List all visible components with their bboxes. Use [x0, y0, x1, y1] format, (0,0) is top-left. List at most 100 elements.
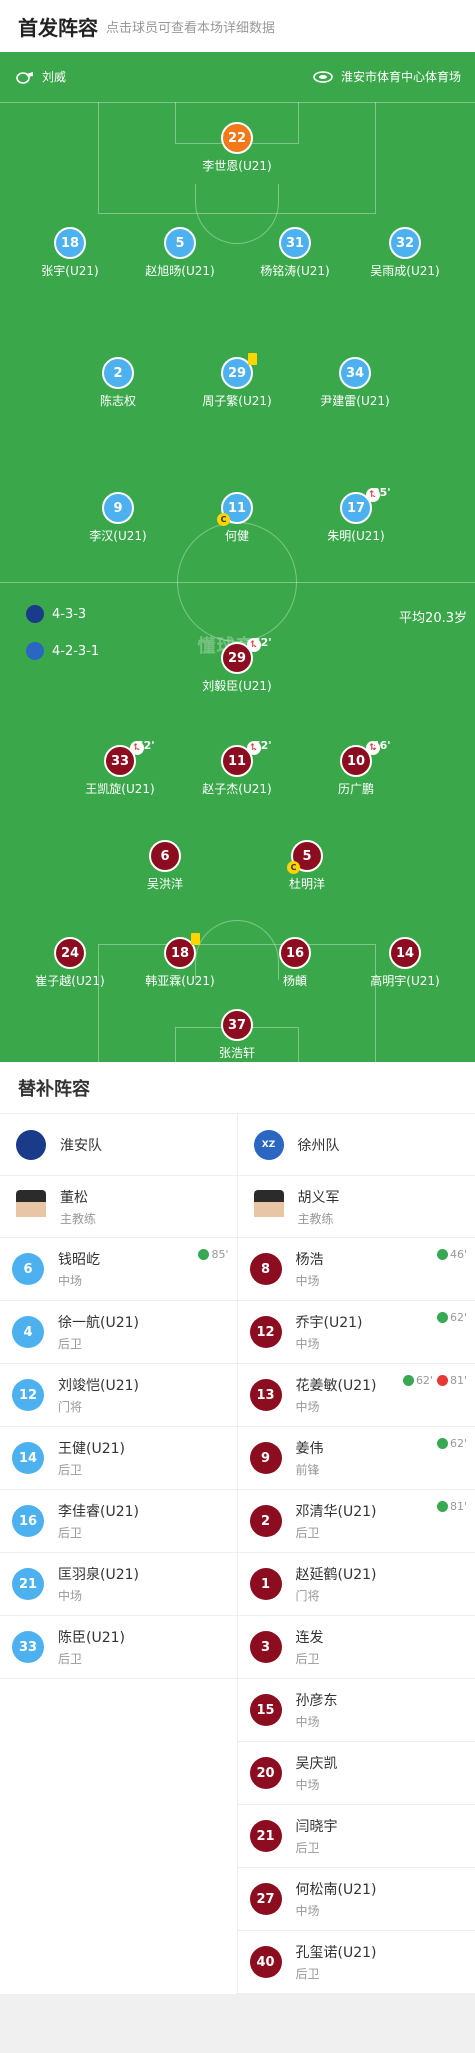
- away-player-2[interactable]: 11⇅62'赵子杰(U21): [172, 739, 302, 797]
- sub-position: 后卫: [295, 1652, 320, 1666]
- sub-in-time: 46': [449, 1248, 467, 1261]
- home-player-10[interactable]: 17⇅85'朱明(U21): [291, 486, 421, 544]
- sub-name: 何松南(U21): [295, 1882, 377, 1898]
- away-player-number: 37: [221, 1009, 253, 1041]
- sub-position: 中场: [295, 1778, 320, 1792]
- sub-name: 徐一航(U21): [58, 1315, 139, 1331]
- sub-name: 陈臣(U21): [58, 1630, 125, 1646]
- home-player-name: 尹建雷(U21): [320, 394, 390, 408]
- home-player-number: 31: [279, 227, 311, 259]
- sub-in-icon: [436, 1501, 448, 1512]
- sub-out-icon: ⇅: [130, 741, 144, 755]
- sub-number: 9: [249, 1442, 282, 1474]
- sub-in-time: 85': [211, 1248, 229, 1261]
- sub-name: 钱昭屹: [58, 1252, 100, 1268]
- sub-position: 后卫: [58, 1463, 83, 1477]
- home-formation-label: 4-3-3: [52, 606, 87, 622]
- away-player-name: 王凯旋(U21): [85, 782, 155, 796]
- sub-position: 后卫: [295, 1841, 320, 1855]
- away-player-name: 高明宇(U21): [370, 974, 440, 988]
- away-player-name: 张浩轩: [218, 1046, 255, 1060]
- away-team-row[interactable]: XZ 徐州队: [237, 1114, 475, 1176]
- home-coach-avatar: [16, 1189, 46, 1224]
- away-player-1[interactable]: 33⇅62' 王凯旋(U21): [55, 739, 185, 797]
- away-player-0[interactable]: 29⇅62'刘毅臣(U21): [172, 636, 302, 694]
- sub-position: 后卫: [295, 1967, 320, 1981]
- home-player-number: 9: [102, 492, 134, 524]
- away-player-name: 崔子越(U21): [35, 974, 105, 988]
- sub-number: 14: [12, 1442, 44, 1474]
- sub-position: 中场: [295, 1337, 320, 1351]
- sub-number: 15: [249, 1694, 282, 1726]
- home-player-name: 陈志权: [99, 394, 136, 408]
- sub-number: 21: [249, 1820, 282, 1852]
- sub-events: 81': [436, 1500, 467, 1513]
- away-player-10[interactable]: 37 张浩轩: [172, 1009, 302, 1061]
- home-coach-row[interactable]: 董松 主教练: [0, 1176, 237, 1238]
- away-player-number: 24: [54, 937, 86, 969]
- home-player-number: 5: [164, 227, 196, 259]
- home-player-number: 17⇅85': [340, 486, 391, 524]
- sub-position: 后卫: [58, 1337, 83, 1351]
- sub-in-icon: [402, 1375, 414, 1386]
- sub-in-time: 62': [449, 1437, 467, 1450]
- home-player-number: 32: [389, 227, 421, 259]
- sub-name: 连发: [295, 1630, 324, 1646]
- home-team-row[interactable]: 淮安队: [0, 1114, 237, 1176]
- sub-name: 闫晓宇: [295, 1819, 338, 1835]
- away-player-number: 33⇅62': [104, 739, 155, 777]
- sub-in-time: 81': [449, 1500, 467, 1513]
- home-team-name: 淮安队: [60, 1137, 102, 1154]
- home-player-name: 张宇(U21): [41, 264, 99, 278]
- sub-number: 21: [12, 1568, 44, 1600]
- sub-name: 邓清华(U21): [295, 1504, 377, 1520]
- away-coach-row[interactable]: 胡义军 主教练: [237, 1176, 475, 1238]
- sub-number: 16: [12, 1505, 44, 1537]
- sub-in-icon: [198, 1249, 210, 1260]
- referee-name: 刘威: [42, 70, 67, 84]
- away-player-3[interactable]: 10⇅46'历广鹏: [291, 739, 421, 797]
- sub-number: 2: [249, 1505, 282, 1537]
- away-sub-row[interactable]: 21 闫晓宇后卫: [237, 1805, 475, 1868]
- away-player-6[interactable]: 24 崔子越(U21): [5, 937, 135, 989]
- sub-in-time: 62': [415, 1374, 433, 1387]
- sub-number: 6: [12, 1253, 44, 1285]
- sub-name: 花姜敏(U21): [295, 1378, 377, 1394]
